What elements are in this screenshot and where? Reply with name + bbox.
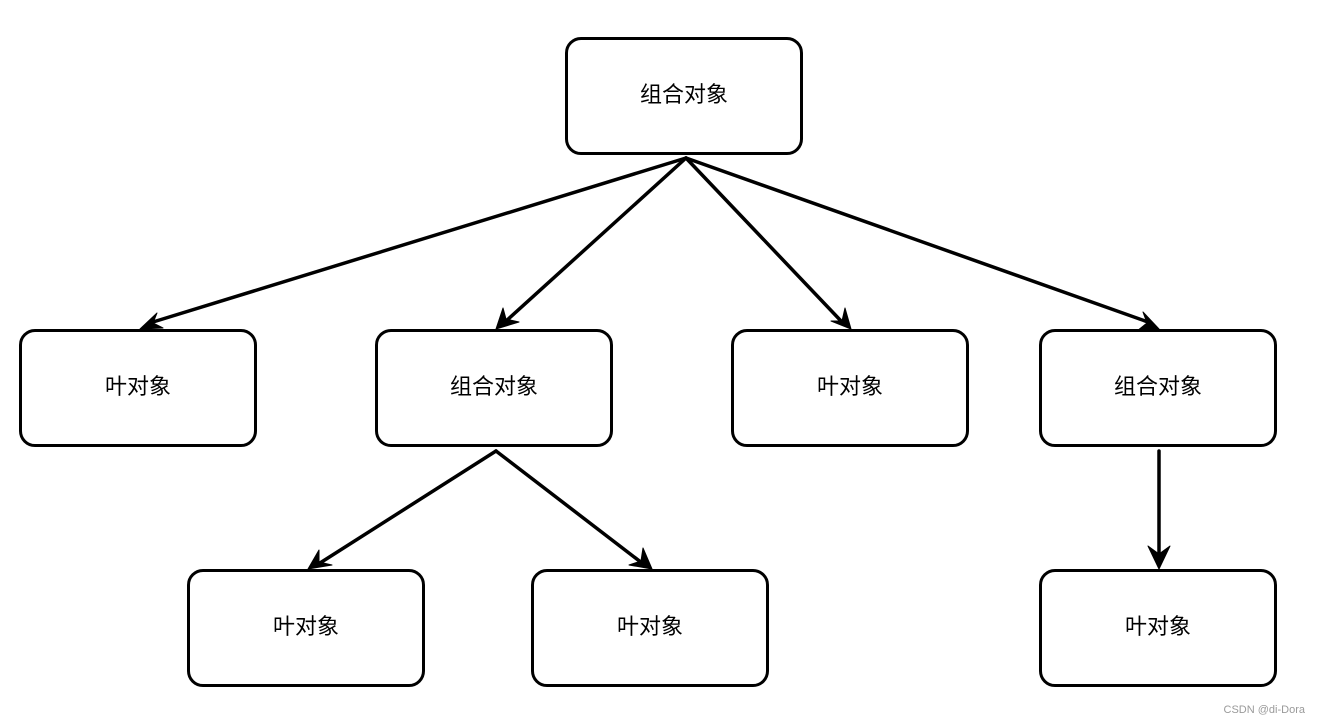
node-leaf-2: 叶对象 (731, 329, 969, 447)
edge-root-to-comp-1 (503, 156, 688, 324)
arrowhead-leaf-5 (1147, 545, 1171, 570)
node-label: 组合对象 (449, 375, 538, 400)
watermark: CSDN @di-Dora (1223, 704, 1305, 716)
edge-comp-1-to-leaf-4 (494, 449, 644, 565)
node-leaf-3: 叶对象 (187, 569, 425, 687)
node-label: 叶对象 (104, 375, 171, 400)
arrowhead-leaf-1 (139, 312, 164, 330)
node-leaf-1: 叶对象 (19, 329, 257, 447)
arrowhead-comp-1 (495, 307, 520, 330)
node-label: 组合对象 (639, 83, 728, 108)
node-composite-2: 组合对象 (1039, 329, 1277, 447)
arrowhead-leaf-4 (628, 547, 653, 570)
node-label: 叶对象 (1124, 615, 1191, 640)
node-composite-1: 组合对象 (375, 329, 613, 447)
arrowhead-leaf-2 (830, 307, 852, 330)
edge-comp-1-to-leaf-3 (318, 449, 498, 565)
node-label: 叶对象 (816, 375, 883, 400)
node-leaf-5: 叶对象 (1039, 569, 1277, 687)
node-label: 组合对象 (1113, 375, 1202, 400)
node-label: 叶对象 (272, 615, 339, 640)
arrowhead-leaf-3 (307, 549, 333, 570)
edge-root-to-leaf-1 (151, 156, 688, 324)
edge-root-to-comp-2 (684, 156, 1150, 324)
node-leaf-4: 叶对象 (531, 569, 769, 687)
edge-root-to-leaf-2 (684, 156, 844, 324)
node-root-composite: 组合对象 (565, 37, 803, 155)
node-label: 叶对象 (616, 615, 683, 640)
